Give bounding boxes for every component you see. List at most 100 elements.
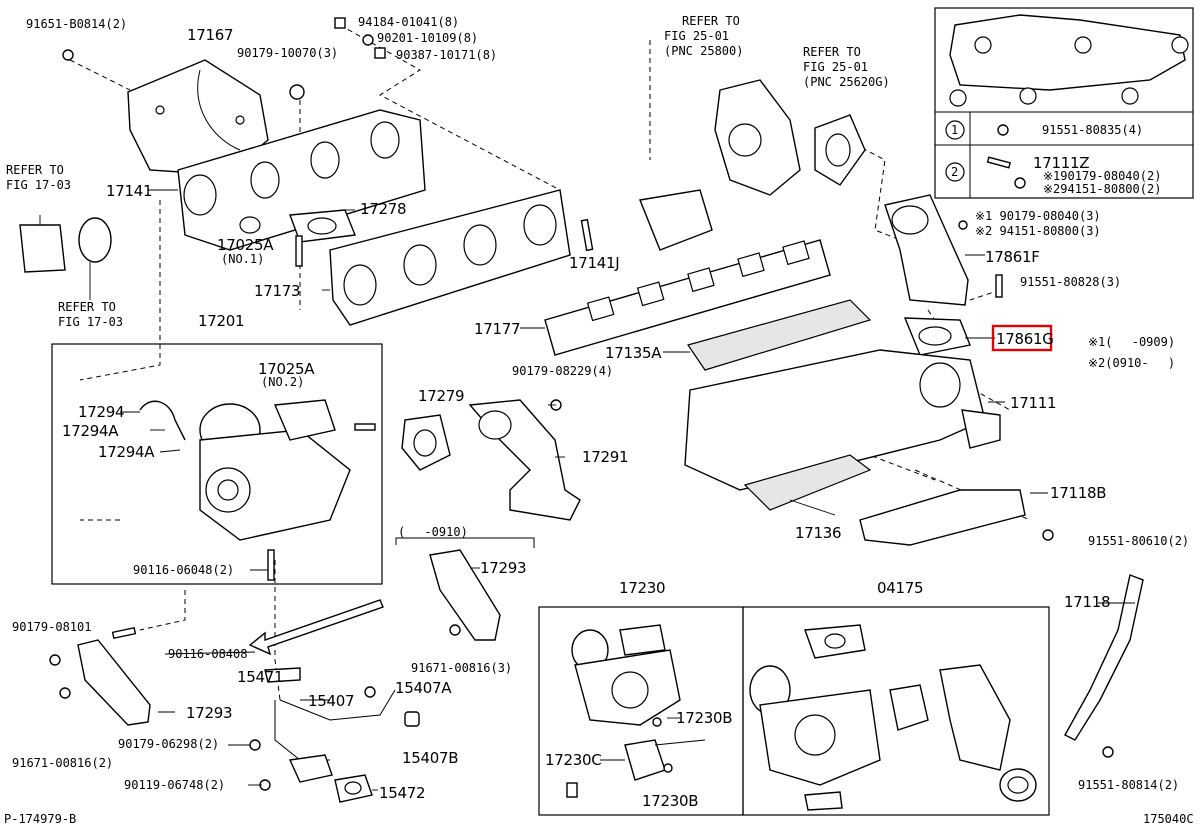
note-2: ※2(0910- ) xyxy=(1088,356,1175,370)
part-callout-90179-08101[interactable]: 90179-08101 xyxy=(12,620,91,634)
part-callout-15471[interactable]: 15471 xyxy=(237,668,284,686)
part-callout-17861f[interactable]: 17861F xyxy=(985,248,1040,266)
part-callout-17111[interactable]: 17111 xyxy=(1010,394,1057,412)
part-callout-17293-top[interactable]: 17293 xyxy=(480,559,527,577)
asterisk-label-2: ※2 94151-80800(3) xyxy=(975,224,1101,238)
refer-note-pnc25800-l1: REFER TO xyxy=(682,14,740,28)
part-callout-17201[interactable]: 17201 xyxy=(198,312,245,330)
part-callout-94184-01041-8[interactable]: 94184-01041(8) xyxy=(358,15,459,29)
egr-valve xyxy=(639,79,801,251)
part-callout-17230b-1[interactable]: 17230B xyxy=(676,709,733,727)
part-callout-91551-80828-3[interactable]: 91551-80828(3) xyxy=(1020,275,1121,289)
part-callout-17230b-2[interactable]: 17230B xyxy=(642,792,699,810)
part-callout-15407[interactable]: 15407 xyxy=(308,692,355,710)
bracket-17118 xyxy=(1064,574,1144,741)
part-callout-17025a-2[interactable]: 17025A xyxy=(258,360,316,378)
legend-cover-sketch xyxy=(949,14,1189,107)
note-1: ※1( -0909) xyxy=(1088,335,1175,349)
part-callout-90179-08229-4[interactable]: 90179-08229(4) xyxy=(512,364,613,378)
heat-insulator-17167 xyxy=(127,59,269,176)
part-callout-17278[interactable]: 17278 xyxy=(360,200,407,218)
footer-right-code: 175040C xyxy=(1143,812,1194,826)
part-callout-90179-06298-2[interactable]: 90179-06298(2) xyxy=(118,737,219,751)
bracket-17293-bottom xyxy=(77,639,151,726)
footer-left-code: P-174979-B xyxy=(4,812,76,826)
refer-note-fig1703-a-l2: FIG 17-03 xyxy=(6,178,71,192)
part-callout-90387-10171-8[interactable]: 90387-10171(8) xyxy=(396,48,497,62)
part-callout-17135a[interactable]: 17135A xyxy=(605,344,663,362)
refer-note-fig1703-a-l1: REFER TO xyxy=(6,163,64,177)
highlight-17861g xyxy=(991,324,1053,352)
refer-note-pnc25620g-l1: REFER TO xyxy=(803,45,861,59)
part-callout-17118b[interactable]: 17118B xyxy=(1050,484,1107,502)
part-callout-17279[interactable]: 17279 xyxy=(418,387,465,405)
turbo-assembly-frame xyxy=(51,343,383,585)
turbocharger-17201 xyxy=(139,399,351,541)
refer-note-pnc25800-l2: FIG 25-01 xyxy=(664,29,729,43)
sub-label-no1: (NO.1) xyxy=(221,252,264,266)
legend-marker-2 xyxy=(945,162,965,182)
refer-note-fig1703-b-l1: REFER TO xyxy=(58,300,116,314)
stud-17141j xyxy=(580,218,594,252)
part-callout-17291[interactable]: 17291 xyxy=(582,448,629,466)
intake-pipe xyxy=(19,224,66,273)
sub-label-no2: (NO.2) xyxy=(261,375,304,389)
part-callout-17025a-1[interactable]: 17025A xyxy=(217,236,275,254)
part-callout-91551-80610-2[interactable]: 91551-80610(2) xyxy=(1088,534,1189,548)
part-callout-90119-06748-2[interactable]: 90119-06748(2) xyxy=(124,778,225,792)
part-callout-17230[interactable]: 17230 xyxy=(619,579,666,597)
part-callout-91671-00816-3[interactable]: 91671-00816(3) xyxy=(411,661,512,675)
stud-17025a-no1 xyxy=(295,235,303,267)
legend-marker-1-text: 1 xyxy=(951,123,958,137)
legend-frame xyxy=(934,7,1194,199)
part-callout-17294a-2[interactable]: 17294A xyxy=(98,443,156,461)
part-callout-90201-10109-8[interactable]: 90201-10109(8) xyxy=(377,31,478,45)
gasket-17861g xyxy=(903,317,971,356)
kit-17230-contents xyxy=(566,624,706,798)
part-callout-91551-80814-2[interactable]: 91551-80814(2) xyxy=(1078,778,1179,792)
part-callout-15407a[interactable]: 15407A xyxy=(395,679,453,697)
kit-04175-frame xyxy=(742,606,1050,816)
direction-arrow xyxy=(248,599,384,656)
part-callout-17294a-1[interactable]: 17294A xyxy=(62,422,120,440)
cover-17135a xyxy=(687,299,872,371)
part-callout-17861g[interactable]: 17861G xyxy=(996,330,1054,348)
exhaust-pipe-17291 xyxy=(468,399,581,521)
sub-label-range: ( -0910) xyxy=(398,525,468,539)
part-callout-90179-10070-3[interactable]: 90179-10070(3) xyxy=(237,46,338,60)
part-callout-17118[interactable]: 17118 xyxy=(1064,593,1111,611)
part-callout-04175[interactable]: 04175 xyxy=(877,579,924,597)
part-callout-17293-bot[interactable]: 17293 xyxy=(186,704,233,722)
refer-note-pnc25620g-l3: (PNC 25620G) xyxy=(803,75,890,89)
legend-row2-a1: ※190179-08040(2) xyxy=(1043,169,1161,183)
insulator-17118b xyxy=(859,489,1026,546)
part-callout-91671-00816-2[interactable]: 91671-00816(2) xyxy=(12,756,113,770)
legend-row1-part: 91551-80835(4) xyxy=(1042,123,1143,137)
legend-marker-1 xyxy=(945,120,965,140)
legend-marker-2-text: 2 xyxy=(951,165,958,179)
part-callout-15472[interactable]: 15472 xyxy=(379,784,426,802)
intake-manifold-17111 xyxy=(684,349,1001,491)
kit-04175-contents xyxy=(749,624,1037,811)
part-callout-17177[interactable]: 17177 xyxy=(474,320,521,338)
part-callout-91651-b0814-2[interactable]: 91651-B0814(2) xyxy=(26,17,127,31)
part-callout-17141j[interactable]: 17141J xyxy=(569,254,620,272)
part-callout-17173[interactable]: 17173 xyxy=(254,282,301,300)
part-callout-17167[interactable]: 17167 xyxy=(187,26,234,44)
range-bracket xyxy=(395,537,535,548)
part-callout-17230c[interactable]: 17230C xyxy=(545,751,602,769)
part-callout-17294[interactable]: 17294 xyxy=(78,403,125,421)
oil-pipe-15407 xyxy=(264,667,396,783)
part-callout-17141[interactable]: 17141 xyxy=(106,182,153,200)
part-callout-17136[interactable]: 17136 xyxy=(795,524,842,542)
refer-note-fig1703-b-l2: FIG 17-03 xyxy=(58,315,123,329)
part-callout-15407b[interactable]: 15407B xyxy=(402,749,459,767)
exhaust-manifold-17141 xyxy=(177,109,426,251)
intake-gasket-17177 xyxy=(544,239,831,356)
refer-note-pnc25800-l3: (PNC 25800) xyxy=(664,44,743,58)
refer-note-pnc25620g-l2: FIG 25-01 xyxy=(803,60,868,74)
part-callout-90116-06048-2[interactable]: 90116-06048(2) xyxy=(133,563,234,577)
part-callout-90116-08408[interactable]: 90116-08408 xyxy=(168,647,247,661)
bracket-17293-top xyxy=(429,549,501,641)
